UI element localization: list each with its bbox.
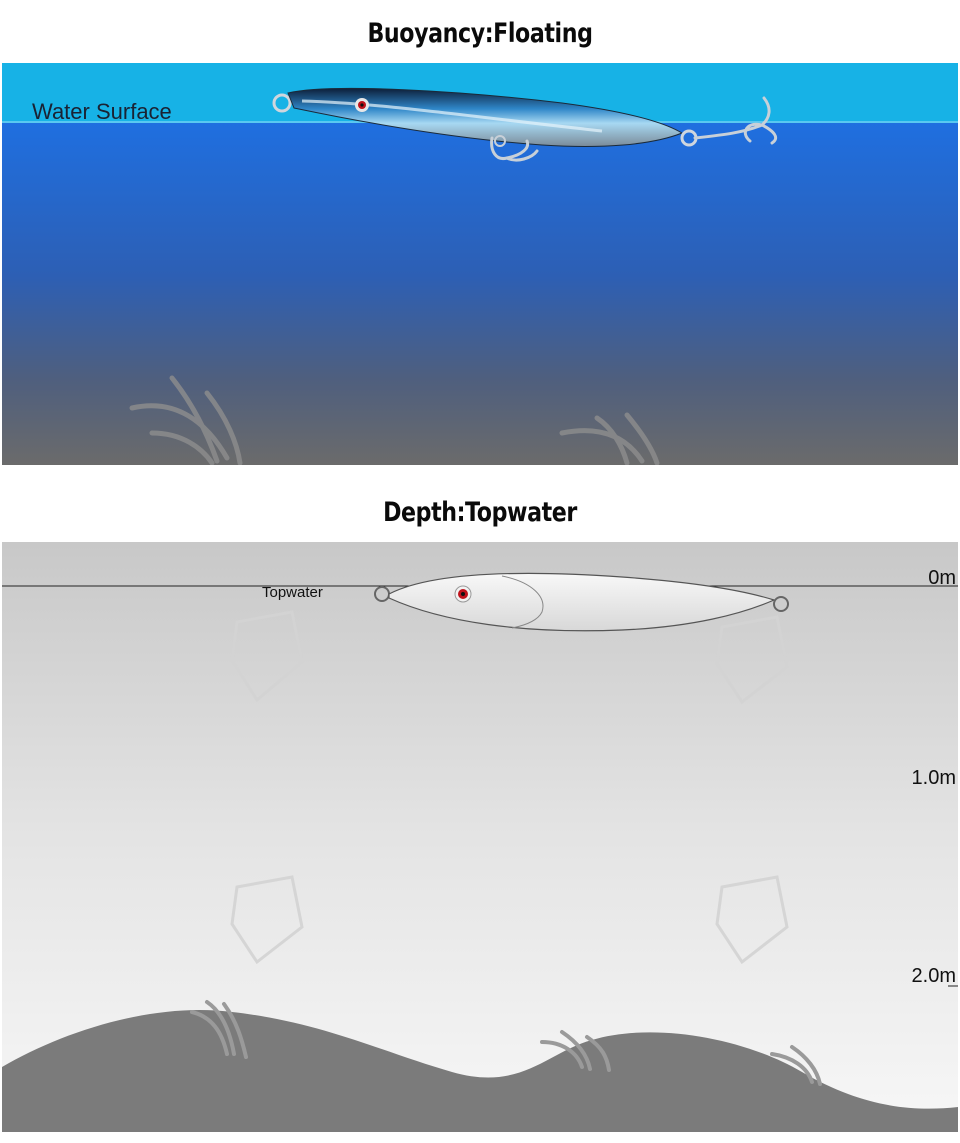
weed-left-icon (129, 375, 243, 465)
seabed-weed-icon (190, 1000, 822, 1086)
watermark-shield-icon (230, 610, 789, 965)
depth-mark-1m: 1.0m (911, 767, 956, 789)
buoyancy-title: Buoyancy:Floating (367, 18, 593, 49)
weed-right-icon (559, 412, 660, 465)
topwater-label: Topwater (262, 584, 323, 601)
depth-mark-0m: 0m (928, 567, 956, 589)
depth-panel: Topwater 0m 1.0m 2.0m (2, 542, 958, 1132)
floating-lure-icon (272, 87, 778, 162)
water-body (2, 122, 958, 465)
depth-title: Depth:Topwater (383, 497, 577, 528)
depth-scene (2, 542, 958, 1132)
buoyancy-panel: Water Surface (2, 63, 958, 465)
buoyancy-scene (2, 63, 958, 465)
topwater-lure-icon (374, 572, 789, 632)
water-surface-label: Water Surface (32, 99, 172, 124)
depth-mark-2m: 2.0m (911, 965, 956, 987)
